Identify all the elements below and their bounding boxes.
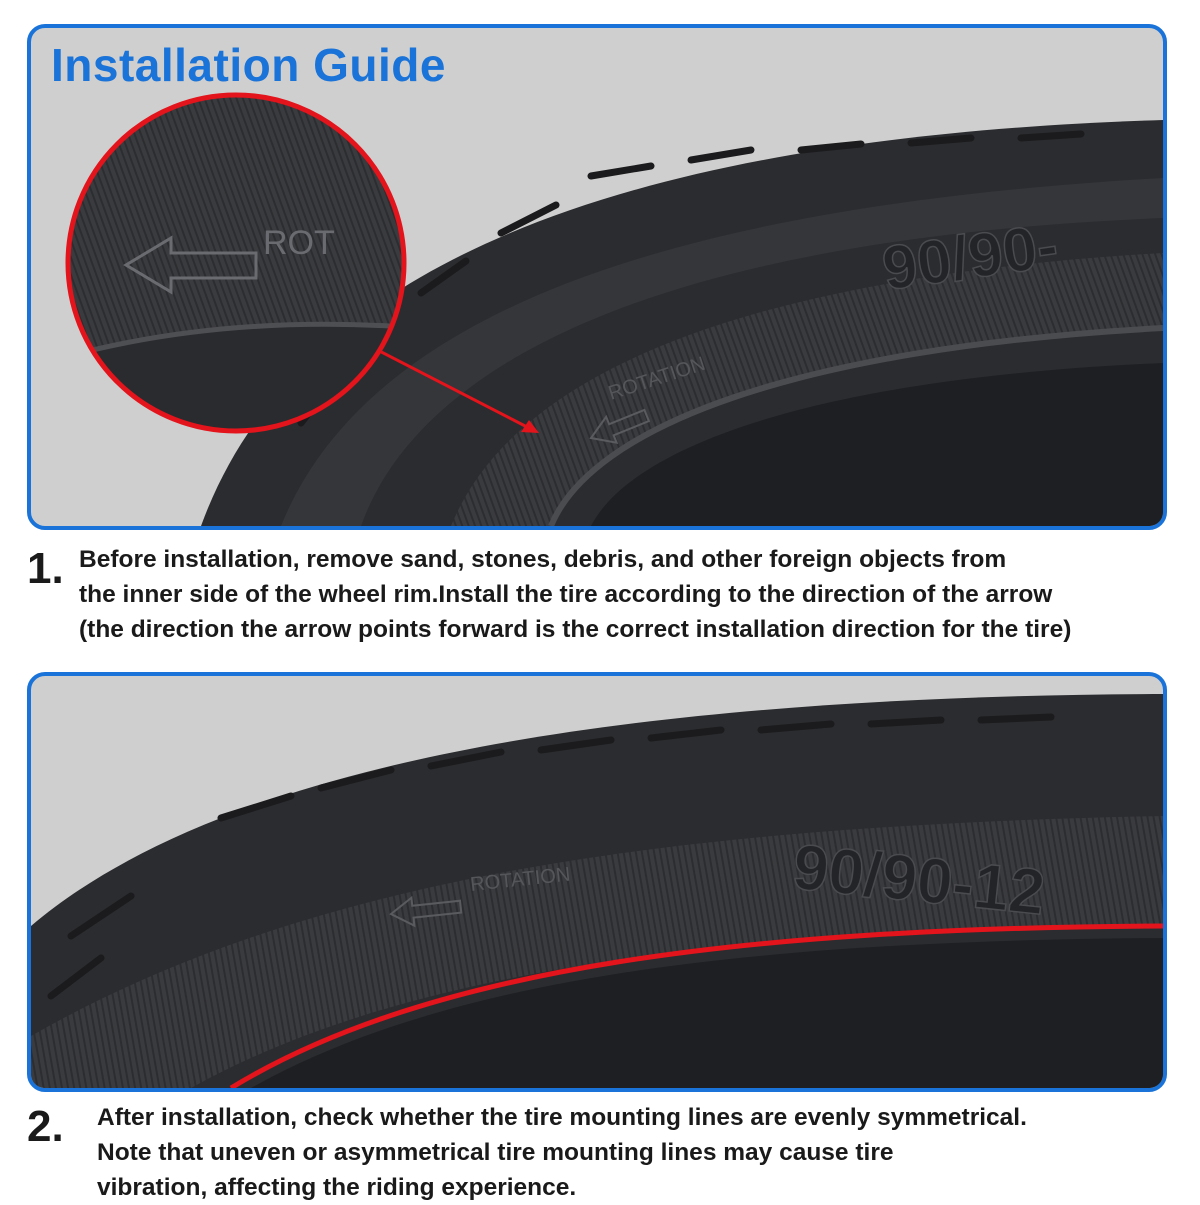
tire-rotation-illustration: 90/90- ROTATION ROT: [65, 92, 1163, 526]
step-line: Note that uneven or asymmetrical tire mo…: [97, 1139, 894, 1166]
step-number: 2.: [27, 1102, 64, 1151]
rotation-arrow-icon: [589, 408, 651, 445]
step-line: (the direction the arrow points forward …: [79, 616, 1072, 643]
tire-sidewall: [31, 816, 1163, 1088]
mounting-line: [229, 923, 1163, 1088]
step-2: 2. After installation, check whether the…: [27, 1098, 1177, 1201]
step-description: After installation, check whether the ti…: [97, 1100, 1177, 1205]
step-line: Before installation, remove sand, stones…: [79, 546, 1007, 573]
tire-mounting-line-panel: 90/90-12 ROTATION: [27, 672, 1167, 1092]
tire-mounting-illustration: 90/90-12 ROTATION: [31, 694, 1163, 1088]
step-line: vibration, affecting the riding experien…: [97, 1174, 577, 1201]
step-number: 1.: [27, 544, 64, 593]
zoom-rotation-arrow-icon: [123, 235, 258, 295]
zoom-rotation-label: ROT: [263, 224, 335, 262]
rotation-arrow-icon: [389, 895, 463, 928]
page-title: Installation Guide: [51, 39, 446, 91]
step-line: the inner side of the wheel rim.Install …: [79, 581, 1053, 608]
tire-rotation-panel: 90/90- ROTATION ROT Installation Guide: [27, 24, 1167, 530]
step-description: Before installation, remove sand, stones…: [79, 542, 1179, 647]
pointer-arrowhead-icon: [521, 420, 539, 433]
step-1: 1. Before installation, remove sand, sto…: [27, 540, 1177, 660]
zoom-circle: [65, 92, 407, 434]
tread-grooves: [47, 713, 1055, 1000]
step-line: After installation, check whether the ti…: [97, 1104, 1027, 1131]
tire-sidewall: [451, 253, 1163, 526]
